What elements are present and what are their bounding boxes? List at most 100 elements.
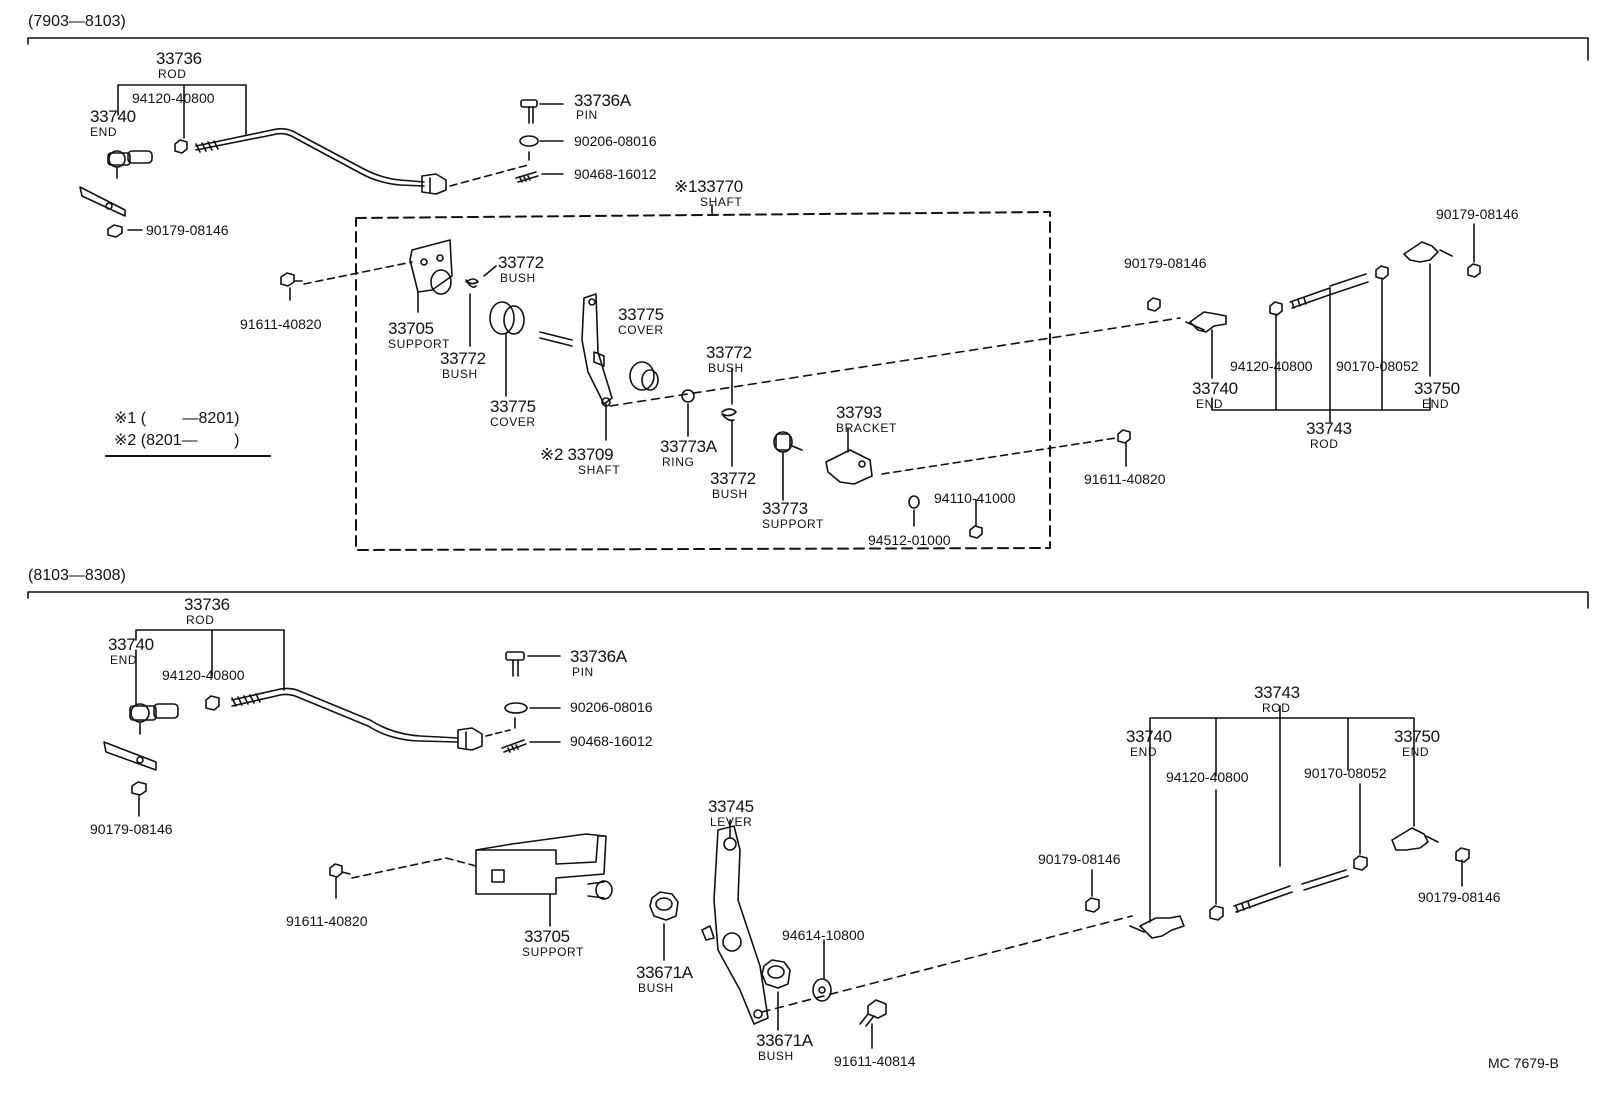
bottom-nut-right-2 (1209, 905, 1224, 921)
top-rod-number: 33736 (156, 49, 202, 68)
bottom-end-part (129, 703, 179, 735)
top-nut-r4-number: 90170-08052 (1336, 358, 1419, 374)
bottom-nut2-number: 90179-08146 (90, 821, 173, 837)
bottom-lever-number: 33745 (708, 797, 754, 816)
bottom-end-right-2 (1391, 827, 1429, 851)
top-bracket-name: BRACKET (836, 421, 897, 435)
top-end-name: END (90, 125, 118, 139)
shaft-assembly-number: ※133770 (674, 177, 743, 196)
bottom-lever (701, 819, 769, 1025)
bottom-bolt-left-number: 91611-40820 (286, 913, 368, 929)
top-rod-bracket (117, 84, 247, 136)
top-pin-number: 33736A (574, 91, 631, 110)
top-plate (79, 186, 126, 217)
bottom-end-name: END (110, 653, 138, 667)
bottom-washer (504, 702, 528, 714)
bottom-washer2-number: 94614-10800 (782, 927, 865, 943)
bottom-bush-a (649, 891, 679, 961)
bottom-bolt2-number: 91611-40814 (834, 1053, 916, 1069)
bottom-nut-r1-number: 94120-40800 (1166, 769, 1249, 785)
top-cover-a-number: 33775 (490, 397, 536, 416)
shaft-assembly-name: SHAFT (700, 195, 743, 209)
bottom-end-r2-name: END (1402, 745, 1430, 759)
top-nut-90179 (107, 224, 123, 238)
bottom-pin-number: 33736A (570, 647, 627, 666)
bottom-rod-name: ROD (186, 613, 215, 627)
top-support (409, 239, 453, 313)
top-support2-number: 33773 (762, 499, 808, 518)
top-nut-number: 94120-40800 (132, 90, 215, 106)
top-bush-a-name: BUSH (500, 271, 536, 285)
bottom-end-right (1139, 915, 1185, 939)
top-end-right (1189, 311, 1227, 333)
top-bolt-left (280, 272, 303, 301)
bottom-nut-r3-number: 90179-08146 (1038, 851, 1121, 867)
top-end-r-name: END (1196, 397, 1224, 411)
bottom-pin-name: PIN (572, 665, 594, 679)
top-bracket-number: 33793 (836, 403, 882, 422)
bottom-bush-a-number: 33671A (636, 963, 693, 982)
bottom-bush-b-number: 33671A (756, 1031, 813, 1050)
top-cover-a (489, 301, 525, 397)
top-nut-94120 (174, 139, 188, 154)
top-rod (195, 127, 425, 183)
top-pin (520, 99, 564, 124)
top-nut-r1-number: 90179-08146 (1124, 255, 1207, 271)
top-end-r2-name: END (1422, 397, 1450, 411)
bottom-rod-bracket (135, 629, 285, 691)
bottom-end-r-number: 33740 (1126, 727, 1172, 746)
top-ring (681, 389, 695, 403)
bottom-bush-a-name: BUSH (638, 981, 674, 995)
top-cotter-number: 90468-16012 (574, 166, 657, 182)
top-shaft-name: SHAFT (578, 463, 621, 477)
top-rod-r-name: ROD (1310, 437, 1339, 451)
top-nut-94110 (969, 525, 983, 539)
bottom-rod-r-number: 33743 (1254, 683, 1300, 702)
top-bush-b-name: BUSH (442, 367, 478, 381)
bottom-washer-number: 90206-08016 (570, 699, 653, 715)
bottom-pin (505, 651, 561, 677)
top-bolt-left-number: 91611-40820 (240, 316, 322, 332)
top-shaft-number: ※2 33709 (540, 445, 614, 464)
top-nut-right-2 (1269, 301, 1283, 316)
top-nut-right-4 (1467, 263, 1481, 278)
top-ring-number: 33773A (660, 437, 717, 456)
top-bush-d-number: 33772 (710, 469, 756, 488)
top-cover-b-number: 33775 (618, 305, 664, 324)
bottom-cotter-number: 90468-16012 (570, 733, 653, 749)
top-bush-a (465, 278, 479, 288)
top-nut-right-1 (1147, 297, 1161, 312)
top-end-part (107, 150, 153, 179)
top-nut2-number: 90179-08146 (146, 222, 229, 238)
bottom-end-r-name: END (1130, 745, 1158, 759)
top-section-frame (27, 37, 1589, 61)
top-bush-c (721, 408, 737, 422)
top-washer-number: 90206-08016 (574, 133, 657, 149)
bottom-nut-right-3 (1353, 855, 1368, 871)
top-end-number: 33740 (90, 107, 136, 126)
bottom-support (475, 833, 613, 927)
top-pin-name: PIN (576, 108, 598, 122)
bottom-section-range: (8103—8308) (28, 567, 126, 584)
bottom-rod-number: 33736 (184, 595, 230, 614)
bottom-end-number: 33740 (108, 635, 154, 654)
top-washer-w-number: 94512-01000 (868, 532, 951, 548)
top-washer-94512 (908, 495, 920, 509)
top-support-b (773, 431, 803, 501)
bottom-support-name: SUPPORT (522, 945, 584, 959)
bottom-support-number: 33705 (524, 927, 570, 946)
top-nut-right-3 (1375, 265, 1389, 280)
top-end-right-2 (1403, 241, 1439, 263)
legend-note-1: ※1 ( —8201) (114, 410, 240, 427)
top-bush-b-number: 33772 (440, 349, 486, 368)
top-bolt-right (1117, 429, 1131, 467)
bottom-bush-b (761, 959, 791, 1031)
top-end-r2-number: 33750 (1414, 379, 1460, 398)
bottom-cotter (501, 739, 527, 753)
top-bracket (825, 427, 873, 485)
top-shaft (539, 293, 613, 441)
bottom-nut-number: 94120-40800 (162, 667, 245, 683)
top-bush-c-name: BUSH (708, 361, 744, 375)
